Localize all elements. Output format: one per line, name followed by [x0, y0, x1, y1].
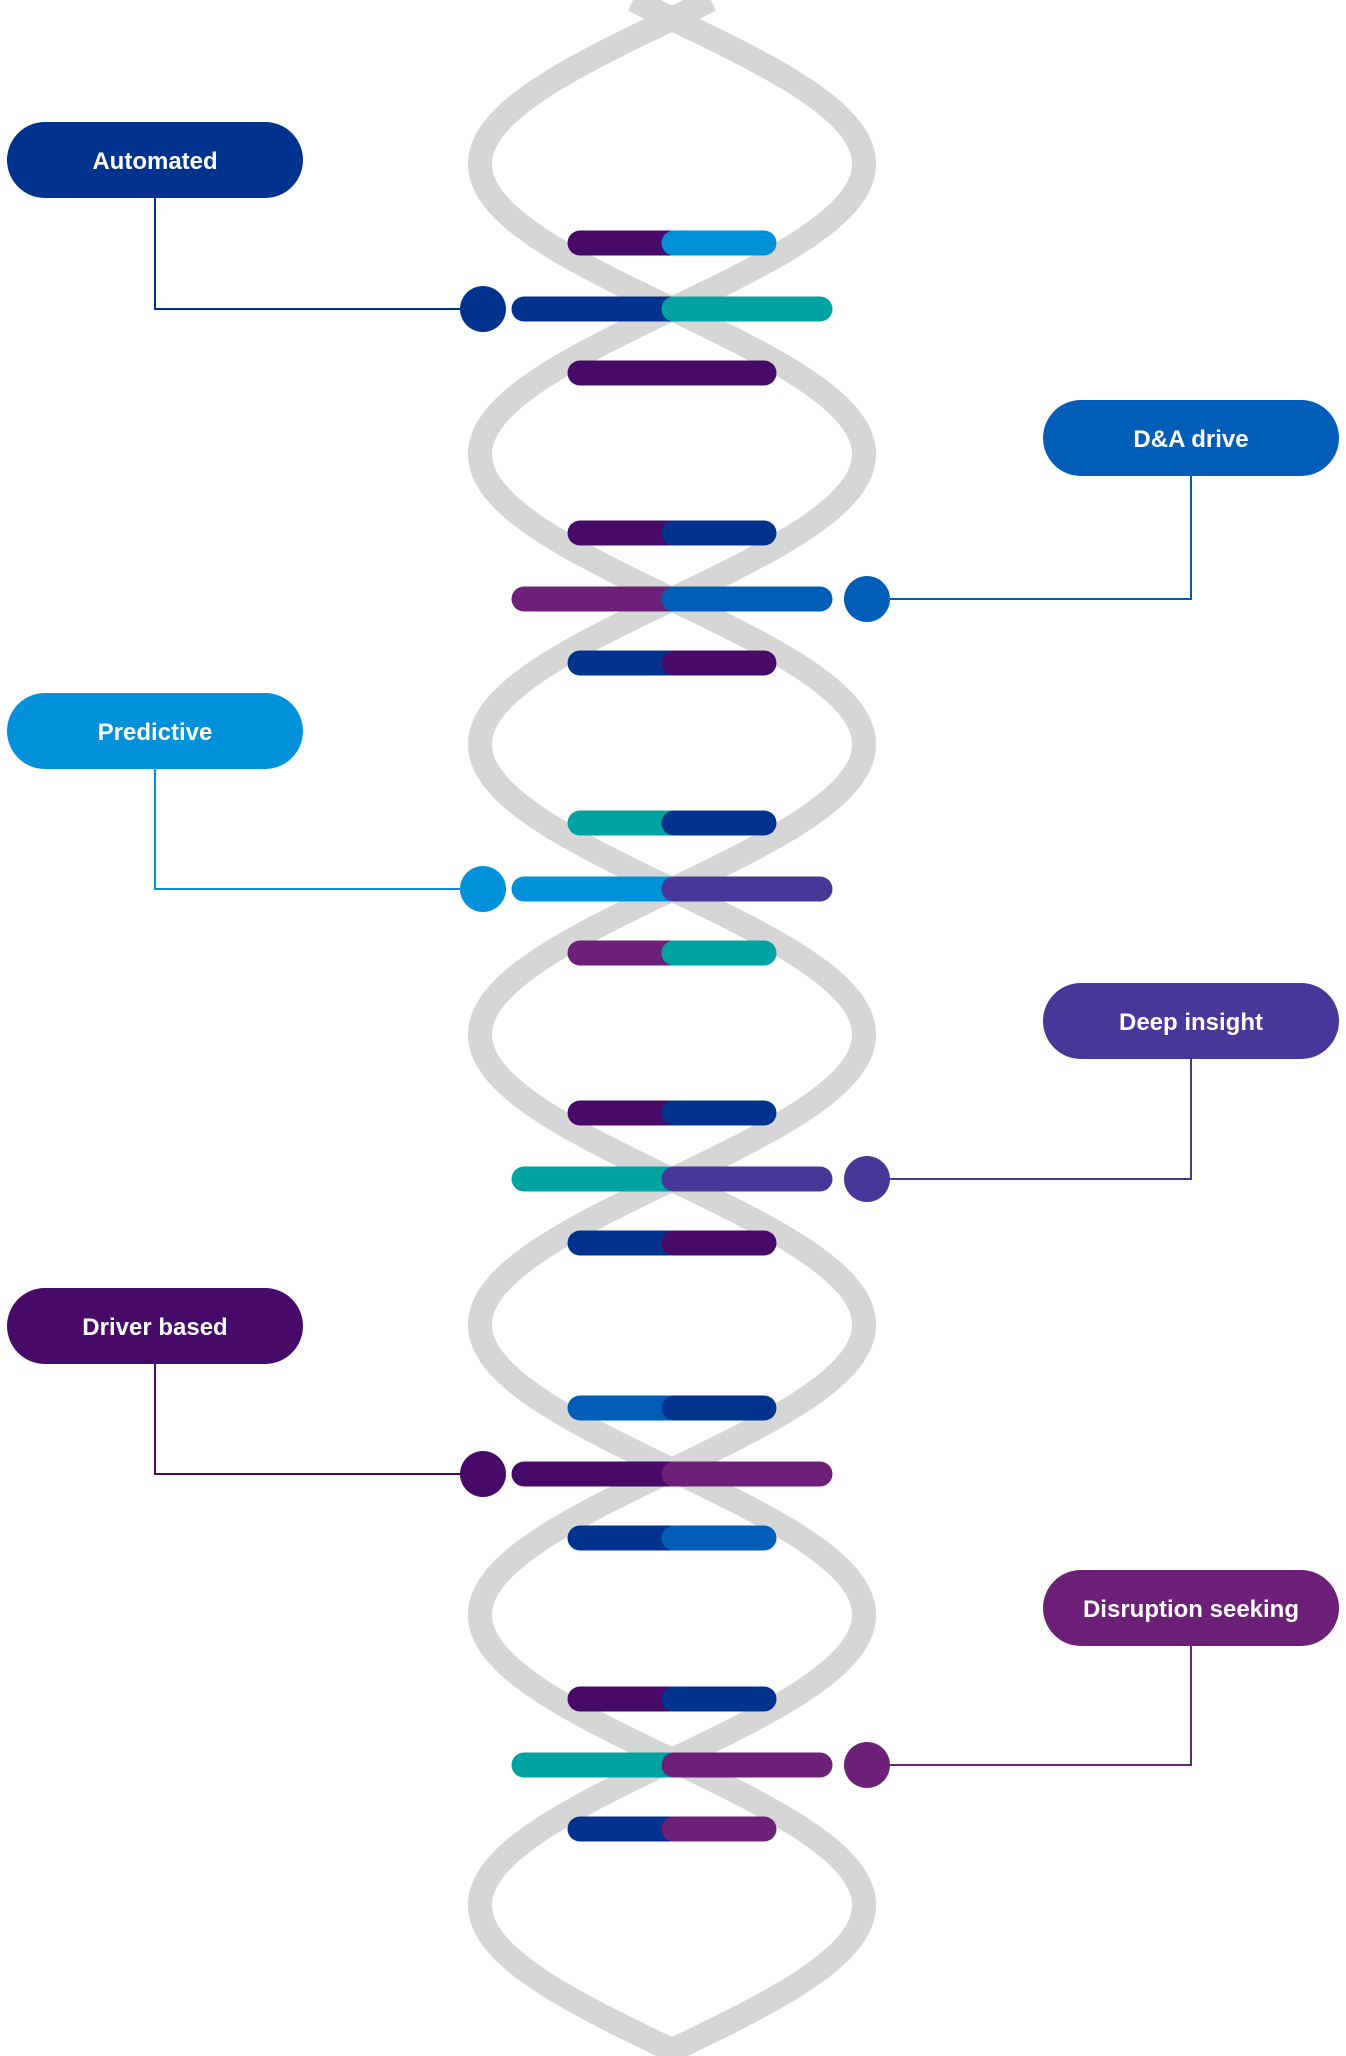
- base-pair-rungs: [511, 230, 833, 1842]
- stage-pill-automated: Automated: [7, 122, 303, 198]
- pill-background: [1043, 400, 1339, 476]
- stage-pill-deep-insight: Deep insight: [1043, 983, 1339, 1059]
- stage-pill-da-drive: D&A drive: [1043, 400, 1339, 476]
- helix-strand-b: [467, 0, 877, 2056]
- node-dot-automated: [460, 286, 506, 332]
- stage-pill-disruption-seeking: Disruption seeking: [1043, 1570, 1339, 1646]
- connector-line-driver-based: [154, 1364, 483, 1475]
- stage-pill-predictive: Predictive: [7, 693, 303, 769]
- stage-label-disruption-seeking: Disruption seeking: [1083, 1596, 1299, 1623]
- node-dot-deep-insight: [844, 1156, 890, 1202]
- node-dot-predictive: [460, 866, 506, 912]
- pill-background: [1043, 1570, 1339, 1646]
- connector-line-automated: [154, 198, 483, 310]
- stage-label-automated: Automated: [92, 148, 217, 175]
- helix-strand-a: [467, 0, 877, 2056]
- node-dot-da-drive: [844, 576, 890, 622]
- pill-background: [7, 693, 303, 769]
- connector-line-predictive: [154, 769, 483, 890]
- stage-pill-driver-based: Driver based: [7, 1288, 303, 1364]
- connector-line-disruption-seeking: [867, 1646, 1192, 1766]
- pill-background: [7, 1288, 303, 1364]
- node-dot-disruption-seeking: [844, 1742, 890, 1788]
- helix-strands: [467, 0, 877, 2056]
- stage-label-deep-insight: Deep insight: [1119, 1009, 1263, 1036]
- stage-label-predictive: Predictive: [98, 719, 213, 746]
- stage-label-driver-based: Driver based: [82, 1314, 227, 1341]
- connectors: [154, 198, 1192, 1788]
- node-dot-driver-based: [460, 1451, 506, 1497]
- stage-label-da-drive: D&A drive: [1133, 426, 1248, 453]
- connector-line-deep-insight: [867, 1059, 1192, 1180]
- pill-background: [1043, 983, 1339, 1059]
- connector-line-da-drive: [867, 476, 1192, 600]
- pill-background: [7, 122, 303, 198]
